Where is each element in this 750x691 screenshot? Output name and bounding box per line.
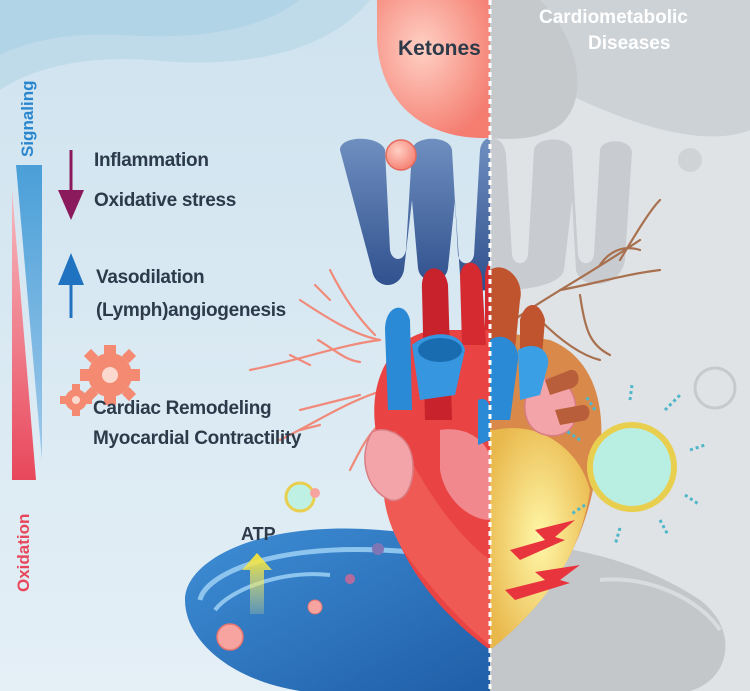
lipoprotein-particle-small: [284, 481, 320, 513]
diseases-label: Diseases: [588, 33, 671, 54]
up-arrow-icon: [58, 253, 84, 318]
signaling-axis-label: Signaling: [18, 80, 37, 158]
cardiac-remodeling-label: Cardiac Remodeling: [93, 398, 272, 419]
oxidative-stress-label: Oxidative stress: [94, 190, 237, 211]
lipoprotein-particle-large: [564, 384, 706, 546]
ketones-label: Ketones: [398, 37, 481, 60]
myocardial-contractility-label: Myocardial Contractility: [93, 428, 302, 449]
signaling-wedge: [16, 165, 42, 460]
gear-icon: [60, 345, 140, 416]
atp-label: ATP: [241, 524, 276, 544]
oxidation-wedge: [12, 190, 36, 480]
down-arrow-icon: [58, 150, 84, 220]
cardiometabolic-label: Cardiometabolic: [539, 7, 688, 28]
angiogenesis-label: (Lymph)angiogenesis: [96, 300, 286, 321]
oxidation-axis-label: Oxidation: [14, 513, 33, 592]
inflammation-label: Inflammation: [94, 150, 209, 171]
vasodilation-label: Vasodilation: [96, 267, 205, 288]
